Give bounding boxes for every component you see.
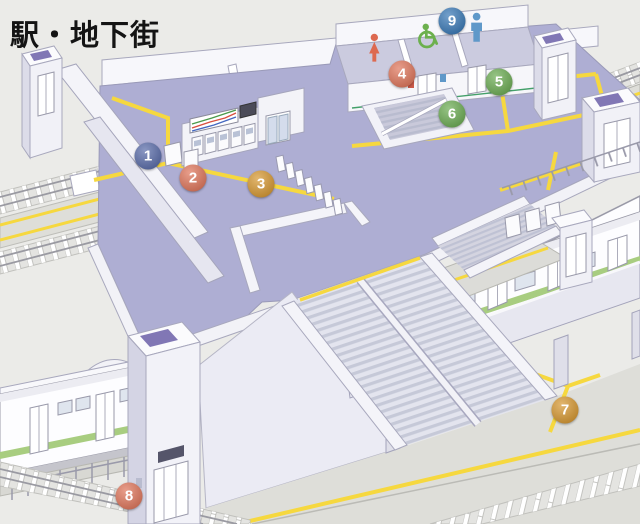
elevator-shaft: [127, 321, 201, 524]
marker-5[interactable]: 5: [485, 68, 513, 96]
elevator-lower-right: [551, 209, 593, 291]
elevator-sign-icon: [30, 50, 52, 61]
marker-8[interactable]: 8: [115, 482, 143, 510]
wheelchair-accessible-icon: [418, 23, 439, 49]
male-restroom-icon: [471, 12, 482, 42]
elevator-top-right: [533, 27, 577, 122]
marker-6[interactable]: 6: [438, 100, 466, 128]
marker-7[interactable]: 7: [551, 396, 579, 424]
elevator-top-left: [21, 45, 63, 160]
elevator-sign-icon: [594, 93, 624, 107]
ground-bottom-right: [206, 364, 640, 524]
elevator-sign-icon: [542, 33, 564, 44]
marker-2[interactable]: 2: [179, 164, 207, 192]
floor-edge-railing: [501, 141, 640, 239]
female-restroom-icon: [369, 33, 380, 62]
marker-3[interactable]: 3: [247, 170, 275, 198]
ticket-gates: [275, 154, 344, 216]
ticket-machines: [163, 87, 305, 172]
marker-9[interactable]: 9: [438, 7, 466, 35]
stairs-main: [281, 252, 558, 451]
marker-1[interactable]: 1: [134, 142, 162, 170]
page-title: 駅・地下街: [10, 20, 161, 52]
ramp-walls: [55, 63, 225, 284]
elevator-sign-icon: [140, 329, 178, 347]
corridor-walls: [229, 200, 371, 294]
marker-4[interactable]: 4: [388, 60, 416, 88]
